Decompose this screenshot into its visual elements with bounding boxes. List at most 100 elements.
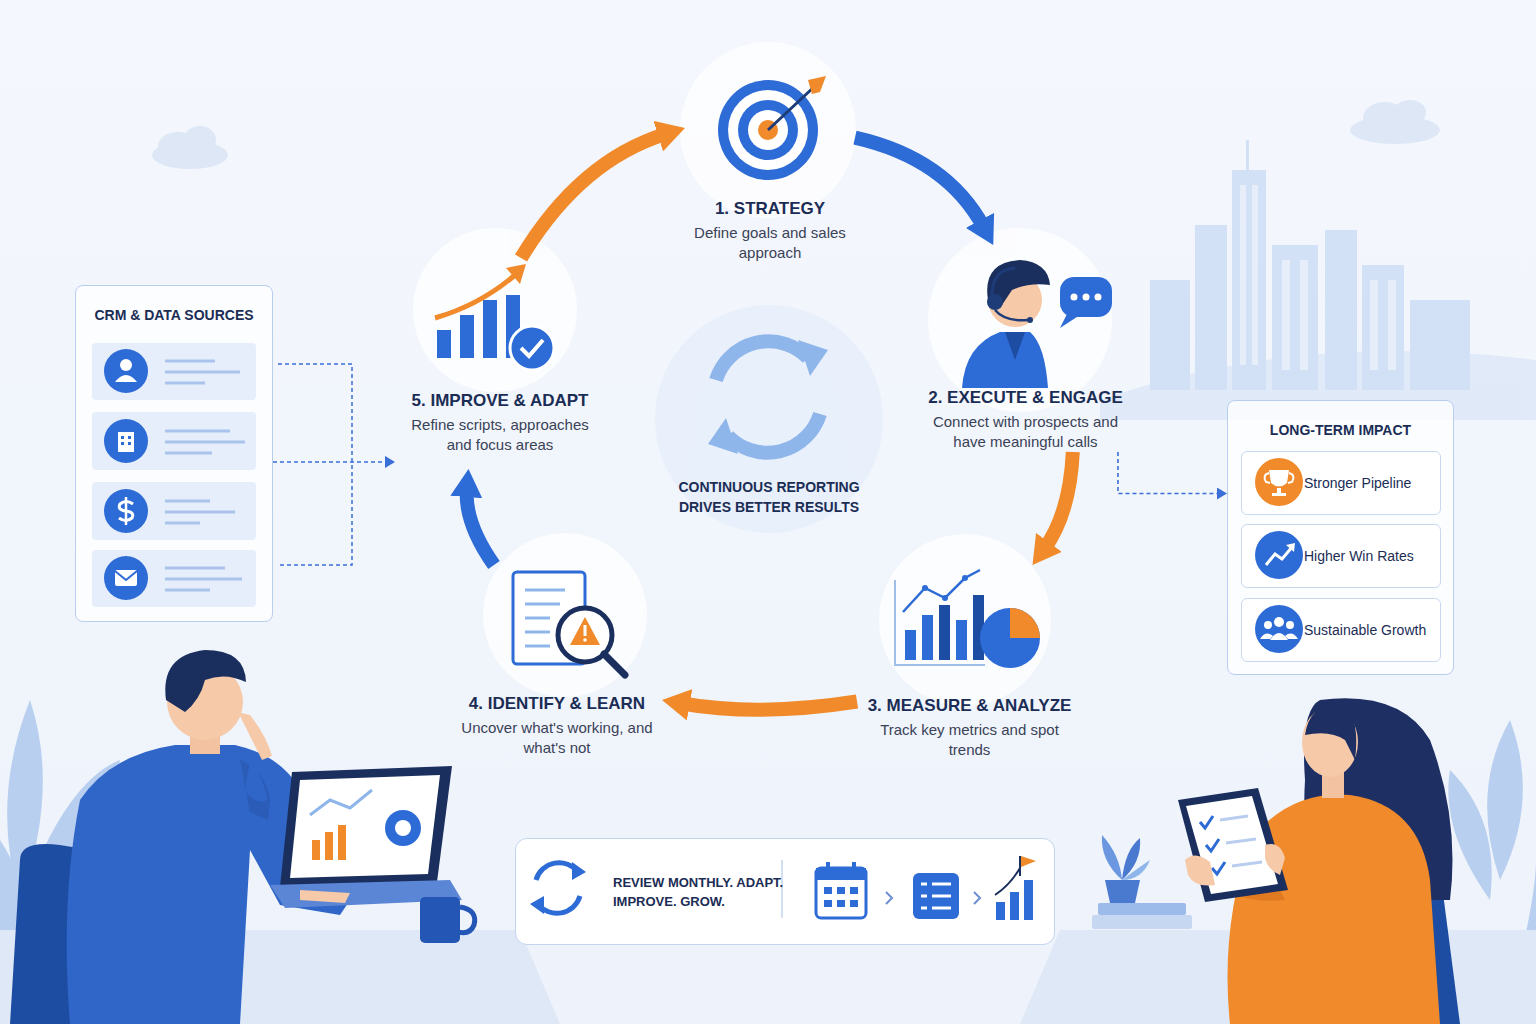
city-skyline xyxy=(1325,230,1357,390)
data-source-rows xyxy=(165,441,245,444)
improve-icon xyxy=(460,315,474,358)
agent-icon xyxy=(1005,332,1025,360)
data-source-rows xyxy=(118,432,134,452)
man-at-laptop xyxy=(280,766,452,887)
metrics-icon xyxy=(895,580,985,665)
cycle-step: 4. IDENTIFY & LEARNUncover what's workin… xyxy=(452,565,662,758)
impact-icons xyxy=(1255,531,1303,579)
plant-and-books xyxy=(1102,835,1122,880)
insight-icon xyxy=(583,638,587,642)
data-source-rows xyxy=(121,436,131,445)
data-source-rows xyxy=(92,343,256,400)
man-at-laptop xyxy=(245,760,268,802)
review-icons xyxy=(1019,856,1021,876)
impact-icons xyxy=(1288,473,1293,483)
metrics-icon xyxy=(1010,608,1040,638)
data-source-rows xyxy=(165,430,230,433)
woman-with-tablet xyxy=(1220,816,1262,866)
agent-icon xyxy=(1095,294,1102,301)
review-icons xyxy=(781,860,783,918)
target-icon xyxy=(808,76,826,94)
city-skyline xyxy=(1272,245,1318,390)
plant-and-books xyxy=(1122,860,1150,880)
city-skyline xyxy=(1246,140,1249,172)
metrics-icon xyxy=(980,608,1040,668)
city-skyline xyxy=(1232,170,1266,390)
improve-icon xyxy=(435,264,554,370)
plants xyxy=(1448,770,1491,900)
review-icons xyxy=(886,892,892,904)
agent-icon xyxy=(987,260,1050,308)
man-at-laptop xyxy=(420,897,460,943)
impact-item: Sustainable Growth xyxy=(1241,598,1441,662)
data-source-rows xyxy=(115,375,137,382)
review-icons xyxy=(850,900,858,907)
insight-icon xyxy=(525,603,560,606)
review-icons xyxy=(852,862,856,872)
city-skyline xyxy=(1150,280,1190,390)
city-skyline xyxy=(1282,260,1290,370)
impact-panel: LONG-TERM IMPACTStronger PipelineHigher … xyxy=(1227,400,1454,675)
data-source-rows xyxy=(165,361,245,590)
metrics-icon xyxy=(922,585,928,591)
woman-with-tablet xyxy=(1232,862,1262,866)
cycle-arrow xyxy=(521,134,666,258)
woman-with-tablet xyxy=(1186,796,1278,894)
dashed-connector xyxy=(1118,452,1219,494)
impact-icons xyxy=(1270,633,1288,640)
impact-item: Stronger Pipeline xyxy=(1241,451,1441,515)
review-icons xyxy=(837,887,845,894)
insight-icon xyxy=(558,608,612,662)
city-skyline xyxy=(1240,185,1396,370)
data-source-rows xyxy=(92,550,256,607)
plant-and-books xyxy=(1092,835,1192,929)
insight-icon xyxy=(513,572,585,664)
review-icons xyxy=(816,868,866,880)
insight-icon xyxy=(525,645,550,648)
plant-and-books xyxy=(1092,915,1192,929)
review-icons xyxy=(921,884,951,908)
data-source-rows xyxy=(120,359,132,371)
review-bar: REVIEW MONTHLY. ADAPT. IMPROVE. GROW. xyxy=(515,838,1055,945)
metrics-icon xyxy=(903,570,980,612)
cycle-step: 3. MEASURE & ANALYZETrack key metrics an… xyxy=(857,565,1082,760)
impact-icons xyxy=(1266,546,1293,565)
impact-icons xyxy=(1255,605,1303,653)
step-heading: 2. EXECUTE & ENGAGE xyxy=(922,387,1129,409)
cycle-arrow xyxy=(1044,452,1073,549)
review-icons xyxy=(913,873,959,919)
city-skyline xyxy=(1388,280,1396,370)
insight-icon xyxy=(525,631,550,634)
data-source-rows xyxy=(121,442,124,445)
review-icons xyxy=(1021,856,1036,867)
data-source-rows xyxy=(128,436,131,439)
impact-label: Higher Win Rates xyxy=(1304,547,1414,565)
insight-icon xyxy=(584,625,587,636)
step-heading: 5. IMPROVE & ADAPT xyxy=(399,390,601,412)
data-source-rows xyxy=(165,360,215,363)
agent-icon xyxy=(962,260,1112,388)
man-at-laptop xyxy=(290,775,440,878)
data-source-rows xyxy=(92,343,256,607)
woman-with-tablet xyxy=(1212,862,1225,874)
data-source-rows xyxy=(165,500,210,503)
metrics-icon xyxy=(922,615,933,660)
cycle-step: 1. STRATEGYDefine goals and sales approa… xyxy=(685,70,855,263)
dashed-connector xyxy=(273,461,387,463)
clouds xyxy=(184,126,216,154)
review-icons xyxy=(1024,880,1033,920)
impact-icons xyxy=(1255,458,1303,506)
data-bracket xyxy=(278,364,352,565)
agent-icon xyxy=(1060,312,1080,328)
step-description: Connect with prospects and have meaningf… xyxy=(922,412,1129,452)
improve-icon xyxy=(510,326,554,370)
review-icons xyxy=(530,896,544,914)
step-description: Refine scripts, approaches and focus are… xyxy=(399,415,601,455)
improve-icon xyxy=(437,330,451,358)
step-heading: 1. STRATEGY xyxy=(689,198,851,220)
data-source-rows xyxy=(128,442,131,445)
metrics-icon xyxy=(973,595,984,660)
city-skyline xyxy=(1300,260,1308,370)
review-icons xyxy=(974,892,980,904)
data-source-rows xyxy=(115,571,137,580)
